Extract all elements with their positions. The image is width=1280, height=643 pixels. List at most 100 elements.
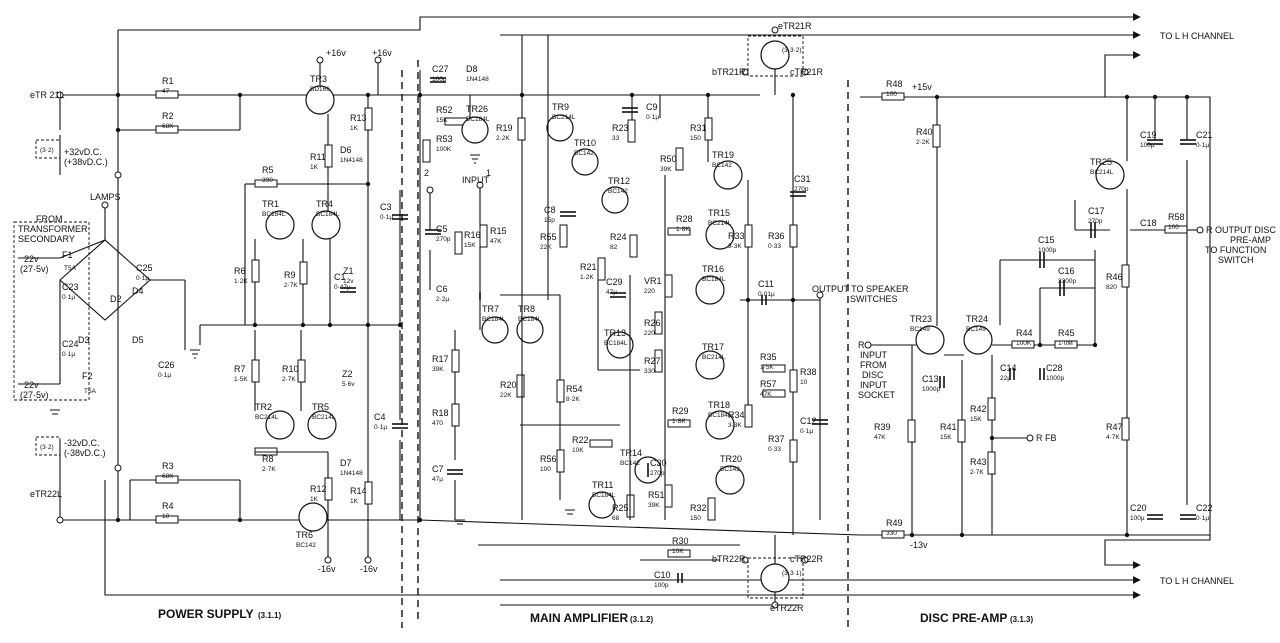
value-z2: 5·6v bbox=[342, 381, 355, 388]
value-c27: 100p bbox=[432, 76, 447, 83]
value-r33: 3·3K bbox=[728, 243, 742, 250]
fuse-f1: F1 bbox=[62, 250, 73, 260]
label-vr1: VR1 bbox=[644, 276, 662, 286]
value-c10: 100p bbox=[654, 582, 669, 589]
label-tr14: TR14 bbox=[620, 448, 642, 458]
value-r31: 150 bbox=[690, 135, 701, 142]
input-label-2: FROM bbox=[860, 360, 887, 370]
terminal-etr21r: eTR21R bbox=[778, 21, 812, 31]
label-r13: R13 bbox=[350, 113, 367, 123]
label-tr8: TR8 bbox=[518, 304, 535, 314]
value-c24: 0·1µ bbox=[62, 351, 75, 358]
label-c19: C19 bbox=[1140, 130, 1157, 140]
value-c4: 0·1µ bbox=[374, 424, 387, 431]
value-tr16: BC184L bbox=[702, 276, 726, 283]
value-tr20: BC142 bbox=[720, 466, 740, 473]
value-r15: 47K bbox=[490, 238, 502, 245]
value-tr24: BC149 bbox=[966, 326, 986, 333]
from-transformer-1: FROM bbox=[36, 214, 63, 224]
value-r22: 10K bbox=[572, 447, 584, 454]
label-r26: R26 bbox=[644, 318, 661, 328]
terminal-ctr22r: cTR22R bbox=[790, 554, 824, 564]
value-c11: 0·01µ bbox=[758, 291, 775, 298]
rfb-label: R FB bbox=[1036, 433, 1057, 443]
label-r31: R31 bbox=[690, 123, 707, 133]
label-c6: C6 bbox=[436, 284, 448, 294]
label-r32: R32 bbox=[690, 503, 707, 513]
value-tr6: BC142 bbox=[296, 542, 316, 549]
label-d3: D3 bbox=[78, 335, 90, 345]
label-tr11: TR11 bbox=[592, 480, 613, 490]
value-tr19: BC142 bbox=[712, 162, 732, 169]
label-tr17: TR17 bbox=[702, 342, 724, 352]
label-c15: C15 bbox=[1038, 235, 1055, 245]
label-tr4: TR4 bbox=[316, 199, 333, 209]
rail-m16a: -16v bbox=[318, 564, 336, 574]
value-c31: 270p bbox=[794, 186, 809, 193]
label-c17: C17 bbox=[1088, 206, 1105, 216]
label-r36: R36 bbox=[768, 231, 785, 241]
label-tr13: TR13 bbox=[604, 328, 626, 338]
label-r38: R38 bbox=[800, 367, 817, 377]
value-tr14: BC142 bbox=[620, 460, 640, 467]
label-r34: R34 bbox=[728, 410, 745, 420]
value-r18: 470 bbox=[432, 420, 443, 427]
value-tr12: BC142 bbox=[608, 188, 628, 195]
label-r1: R1 bbox=[162, 76, 174, 86]
label-r28: R28 bbox=[676, 214, 693, 224]
label-c20: C20 bbox=[1130, 503, 1147, 513]
rail-p15: +15v bbox=[912, 82, 932, 92]
value-r24: 82 bbox=[610, 244, 618, 251]
value-r35: 1·5K bbox=[760, 364, 774, 371]
value-tr17: BC214L bbox=[702, 354, 726, 361]
value-c9: 0·1µ bbox=[646, 114, 659, 121]
terminal-etr22l: eTR22L bbox=[30, 489, 62, 499]
value-r32: 150 bbox=[690, 515, 701, 522]
label-c9: C9 bbox=[646, 102, 658, 112]
rail-p32-1: +32vD.C. bbox=[64, 147, 102, 157]
label-r53: R53 bbox=[436, 134, 453, 144]
output-speaker-label: OUTPUT TO SPEAKER bbox=[812, 284, 909, 294]
circuit-wires bbox=[18, 35, 1200, 605]
value-d6: 1N4148 bbox=[340, 157, 363, 164]
label-r8: R8 bbox=[262, 454, 274, 464]
label-r10: R10 bbox=[282, 364, 299, 374]
output-disc-label-2: PRE-AMP bbox=[1230, 235, 1271, 245]
value-r12: 1K bbox=[310, 496, 319, 503]
value-r58: 100 bbox=[1168, 224, 1179, 231]
value-c12: 0·1µ bbox=[800, 428, 813, 435]
label-d7: D7 bbox=[340, 458, 352, 468]
value-r19: 2·2K bbox=[496, 135, 510, 142]
value-r39: 47K bbox=[874, 434, 886, 441]
value-r56: 100 bbox=[540, 466, 551, 473]
rail-m32-1: -32vD.C. bbox=[64, 438, 100, 448]
value-c6: 2·2µ bbox=[436, 296, 449, 303]
value-d8: 1N4148 bbox=[466, 76, 489, 83]
value-r14: 1K bbox=[350, 498, 359, 505]
value-r2: 68K bbox=[162, 123, 174, 130]
label-c30: C30 bbox=[650, 458, 667, 468]
label-r47: R47 bbox=[1106, 422, 1123, 432]
value-c25: 0·1µ bbox=[136, 275, 149, 282]
value-c13: 1000p bbox=[922, 386, 940, 393]
section-disc-preamp-ref: (3.1.3) bbox=[1010, 615, 1033, 624]
value-c5: 270p bbox=[436, 236, 451, 243]
label-r30: R30 bbox=[672, 536, 689, 546]
label-r6: R6 bbox=[234, 266, 246, 276]
value-c23: 0·1µ bbox=[62, 294, 75, 301]
label-r16: R16 bbox=[464, 230, 481, 240]
label-r50: R50 bbox=[660, 154, 677, 164]
rail-p32-2: (+38vD.C.) bbox=[64, 157, 108, 167]
label-r5: R5 bbox=[262, 165, 274, 175]
value-r21: 1·2K bbox=[580, 274, 594, 281]
value-r20: 22K bbox=[500, 392, 512, 399]
label-r43: R43 bbox=[970, 457, 987, 467]
value-r41: 15K bbox=[940, 434, 952, 441]
label-c21: C21 bbox=[1196, 130, 1213, 140]
value-r29: 1·8K bbox=[672, 418, 686, 425]
label-r41: R41 bbox=[940, 422, 957, 432]
value-r57: 47K bbox=[760, 391, 772, 398]
from-transformer-3: SECONDARY bbox=[18, 234, 75, 244]
label-r17: R17 bbox=[432, 354, 449, 364]
label-r3: R3 bbox=[162, 461, 174, 471]
